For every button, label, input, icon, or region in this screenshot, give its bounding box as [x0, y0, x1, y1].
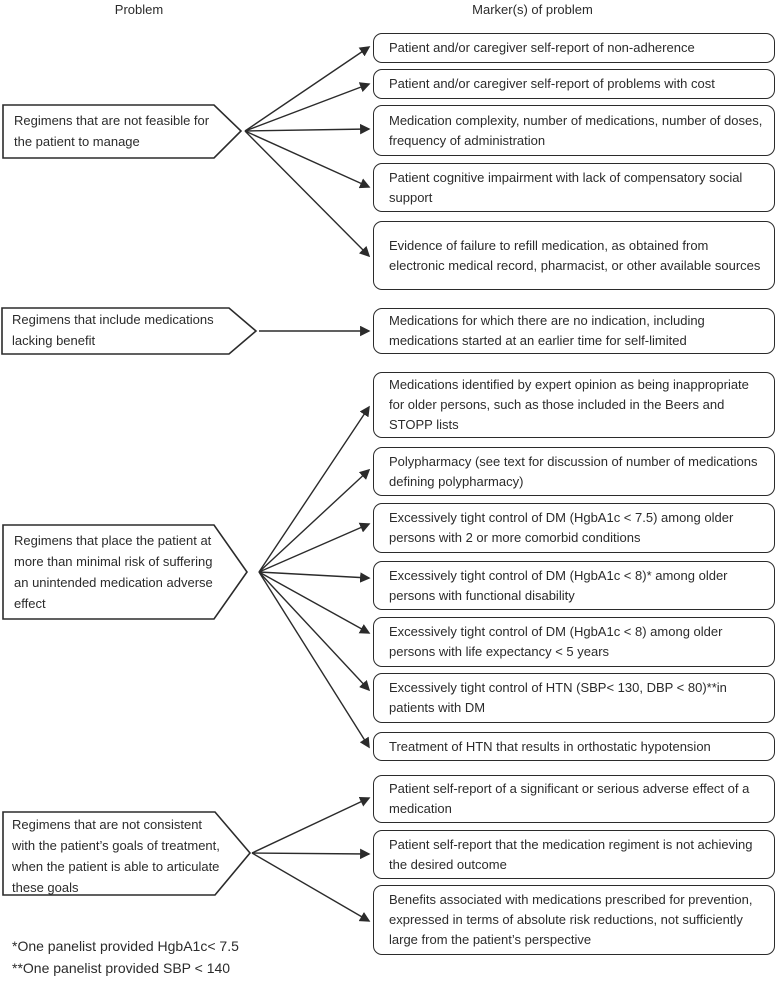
- arrow-g3-m7: [258, 571, 370, 749]
- arrow-g1-m5: [244, 130, 371, 258]
- footnote-1: *One panelist provided HgbA1c< 7.5: [12, 938, 239, 954]
- arrow-g3-m3: [258, 522, 371, 573]
- arrow-g1-m3: [244, 123, 371, 135]
- arrow-g1-m4: [244, 130, 371, 189]
- marker-box-g1-5: Evidence of failure to refill medication…: [373, 221, 775, 290]
- arrow-g3-m5: [258, 571, 371, 634]
- marker-box-g3-7: Treatment of HTN that results in orthost…: [373, 732, 775, 761]
- column-header-problem: Problem: [114, 2, 164, 17]
- marker-box-g3-3: Excessively tight control of DM (HgbA1c …: [373, 503, 775, 553]
- marker-box-g4-1: Patient self-report of a significant or …: [373, 775, 775, 823]
- problem-box-1: Regimens that are not feasible for the p…: [14, 113, 210, 149]
- marker-box-g3-5: Excessively tight control of DM (HgbA1c …: [373, 617, 775, 667]
- marker-box-g1-2: Patient and/or caregiver self-report of …: [373, 69, 775, 99]
- marker-box-g3-6: Excessively tight control of HTN (SBP< 1…: [373, 673, 775, 723]
- marker-box-g3-4: Excessively tight control of DM (HgbA1c …: [373, 561, 775, 610]
- marker-box-g4-2: Patient self-report that the medication …: [373, 830, 775, 879]
- arrow-g3-m2: [258, 468, 371, 573]
- marker-box-g1-1: Patient and/or caregiver self-report of …: [373, 33, 775, 63]
- column-header-markers: Marker(s) of problem: [472, 2, 593, 17]
- marker-box-g1-3: Medication complexity, number of medicat…: [373, 105, 775, 156]
- footnote-2: **One panelist provided SBP < 140: [12, 960, 231, 976]
- problem-box-2: Regimens that include medications lackin…: [12, 312, 214, 348]
- arrow-g3-m4: [258, 571, 371, 583]
- problem-box-3: Regimens that place the patient at more …: [14, 533, 213, 611]
- problem-shape-3: [2, 524, 248, 620]
- marker-box-g2-1: Medications for which there are no indic…: [373, 308, 775, 354]
- arrow-g3-m6: [258, 571, 371, 692]
- marker-box-g4-3: Benefits associated with medications pre…: [373, 885, 775, 955]
- arrow-g4-m3: [251, 852, 371, 922]
- arrow-g1-m1: [244, 46, 371, 132]
- marker-box-g3-1: Medications identified by expert opinion…: [373, 372, 775, 438]
- problem-shape-2: [1, 307, 258, 355]
- marker-box-g1-4: Patient cognitive impairment with lack o…: [373, 163, 775, 212]
- problem-shape-4: [2, 811, 252, 896]
- marker-box-g3-2: Polypharmacy (see text for discussion of…: [373, 447, 775, 496]
- arrow-g4-m2: [251, 848, 371, 860]
- arrow-g3-m1: [258, 405, 370, 573]
- problem-box-4: Regimens that are not consistent with th…: [12, 817, 220, 895]
- arrow-g4-m1: [251, 797, 371, 854]
- problem-shape-1: [2, 104, 243, 159]
- arrow-g1-m2: [244, 82, 371, 132]
